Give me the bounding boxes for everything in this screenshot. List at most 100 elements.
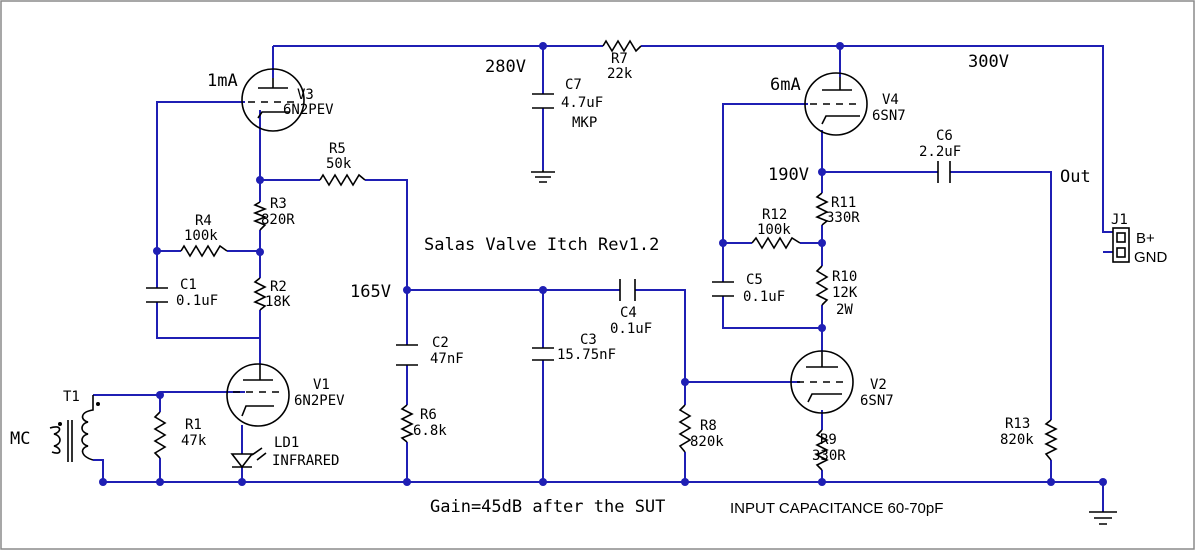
c4-ref: C4 — [620, 305, 637, 321]
resistor-r1 — [153, 411, 167, 459]
c7-value: 4.7uF — [561, 95, 603, 111]
voltage-165v: 165V — [350, 282, 391, 302]
j1-pin-bplus: B+ — [1136, 230, 1155, 247]
t1-input-label: MC — [10, 429, 30, 449]
r5-ref: R5 — [329, 141, 346, 157]
r2-ref: R2 — [270, 279, 287, 295]
c5-ref: C5 — [746, 272, 763, 288]
ground-symbol-main — [1089, 511, 1117, 525]
tube-v3 — [241, 68, 305, 132]
resistor-r11 — [815, 192, 829, 226]
t1-ref: T1 — [63, 389, 80, 405]
input-capacitance-note: INPUT CAPACITANCE 60-70pF — [730, 500, 943, 517]
resistor-r7 — [602, 39, 642, 53]
v4-ref: V4 — [882, 92, 899, 108]
capacitor-c4 — [619, 279, 636, 301]
r12-ref: R12 — [762, 207, 787, 223]
r13-ref: R13 — [1005, 416, 1030, 432]
c4-value: 0.1uF — [610, 321, 652, 337]
capacitor-c5 — [712, 281, 734, 297]
led-ld1 — [230, 447, 267, 469]
r8-value: 820k — [690, 434, 724, 450]
r9-value: 330R — [812, 448, 846, 464]
capacitor-c3 — [532, 347, 554, 361]
connector-j1 — [1112, 227, 1130, 263]
v2-ref: V2 — [870, 377, 887, 393]
r4-value: 100k — [184, 228, 218, 244]
c6-value: 2.2uF — [919, 144, 961, 160]
r10-rating: 2W — [836, 302, 853, 318]
r10-value: 12K — [832, 285, 858, 301]
c7-type: MKP — [572, 115, 597, 131]
resistor-r6 — [400, 404, 414, 443]
voltage-190v: 190V — [768, 165, 809, 185]
c1-value: 0.1uF — [176, 293, 218, 309]
c3-ref: C3 — [580, 332, 597, 348]
r6-ref: R6 — [420, 407, 437, 423]
v1-value: 6N2PEV — [294, 393, 345, 409]
r1-value: 47k — [181, 433, 207, 449]
voltage-280v: 280V — [485, 57, 526, 77]
r7-ref: R7 — [611, 51, 628, 67]
c2-value: 47nF — [430, 351, 464, 367]
current-1ma: 1mA — [207, 71, 238, 91]
ld1-ref: LD1 — [274, 435, 299, 451]
r4-ref: R4 — [195, 213, 212, 229]
r8-ref: R8 — [700, 418, 717, 434]
r2-value: 18K — [265, 294, 291, 310]
r5-value: 50k — [326, 156, 352, 172]
v2-value: 6SN7 — [860, 393, 894, 409]
junction-dots — [99, 42, 1107, 486]
r3-ref: R3 — [270, 196, 287, 212]
resistor-r10 — [815, 265, 829, 306]
c2-ref: C2 — [432, 335, 449, 351]
j1-pin-gnd: GND — [1134, 249, 1168, 266]
tube-v4 — [804, 72, 868, 136]
resistor-r2 — [253, 277, 267, 311]
v3-ref: V3 — [297, 87, 314, 103]
c6-ref: C6 — [936, 128, 953, 144]
c3-value: 15.75nF — [557, 347, 616, 363]
capacitor-c7 — [532, 93, 554, 109]
resistor-r5 — [319, 173, 366, 187]
r11-value: 330R — [826, 210, 860, 226]
r3-value: 820R — [261, 212, 295, 228]
labels: Salas Valve Itch Rev1.2 Gain=45dB after … — [10, 51, 1168, 517]
resistor-r9 — [815, 429, 829, 471]
schematic-title: Salas Valve Itch Rev1.2 — [424, 235, 659, 255]
current-6ma: 6mA — [770, 75, 801, 95]
j1-ref: J1 — [1111, 212, 1128, 228]
c7-ref: C7 — [565, 77, 582, 93]
v1-ref: V1 — [313, 377, 330, 393]
r10-ref: R10 — [832, 269, 857, 285]
c5-value: 0.1uF — [743, 289, 785, 305]
tube-v2 — [790, 350, 854, 414]
c1-ref: C1 — [180, 277, 197, 293]
tube-v1 — [226, 363, 290, 427]
r6-value: 6.8k — [413, 423, 447, 439]
transformer-t1 — [49, 395, 100, 462]
r13-value: 820k — [1000, 432, 1034, 448]
capacitor-c1 — [146, 287, 168, 303]
r9-ref: R9 — [820, 432, 837, 448]
resistor-r12 — [751, 236, 801, 250]
resistor-r3 — [252, 201, 268, 231]
capacitor-c2 — [396, 344, 418, 366]
resistor-r13 — [1044, 419, 1058, 461]
r11-ref: R11 — [831, 195, 856, 211]
ld1-value: INFRARED — [272, 453, 339, 469]
r1-ref: R1 — [185, 417, 202, 433]
output-label: Out — [1060, 167, 1091, 187]
r7-value: 22k — [607, 66, 633, 82]
voltage-300v: 300V — [968, 52, 1009, 72]
capacitor-c6 — [937, 161, 951, 183]
gain-note: Gain=45dB after the SUT — [430, 497, 665, 517]
v4-value: 6SN7 — [872, 108, 906, 124]
resistor-r8 — [678, 404, 692, 453]
ground-symbol-c7 — [531, 170, 555, 183]
resistor-r4 — [180, 244, 228, 258]
v3-value: 6N2PEV — [283, 102, 334, 118]
r12-value: 100k — [757, 222, 791, 238]
